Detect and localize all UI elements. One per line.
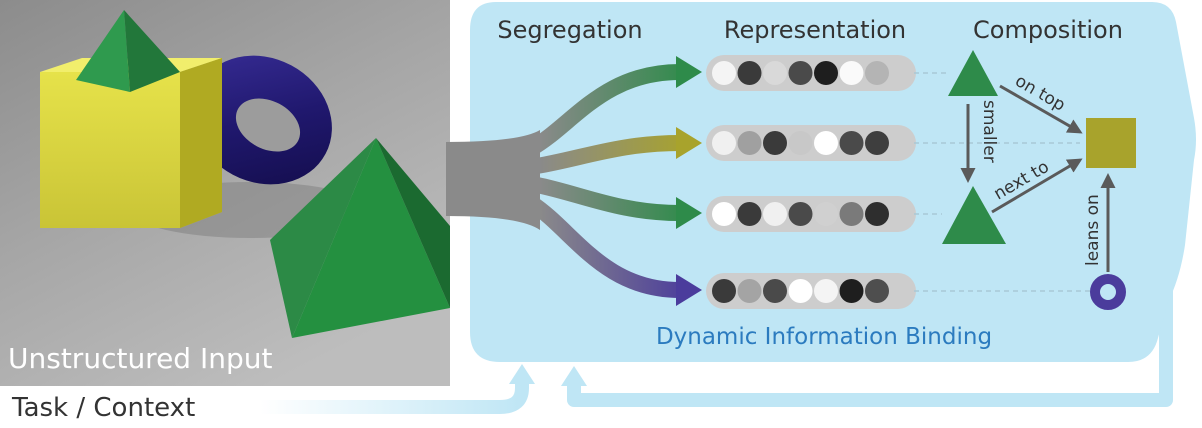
feedback-loop — [567, 258, 1173, 407]
slot-vector — [706, 125, 916, 161]
green-triangle-top — [948, 50, 998, 96]
slot-feature — [814, 202, 838, 226]
smaller-label: smaller — [979, 100, 999, 163]
slot-feature — [763, 131, 787, 155]
slot-feature — [788, 202, 813, 226]
slot-feature — [737, 131, 762, 155]
slot-feature — [737, 61, 762, 85]
branch-arrowhead-4 — [676, 274, 702, 306]
branch-1 — [489, 64, 681, 168]
slot-feature — [865, 131, 889, 155]
branch-4 — [489, 182, 681, 298]
branch-3 — [489, 172, 681, 221]
task-context-label: Task / Context — [11, 393, 195, 423]
slot-vector — [706, 196, 916, 232]
slot-feature — [763, 279, 787, 303]
small-green-pyramid — [76, 10, 180, 92]
slot-feature — [839, 61, 864, 85]
slot-feature — [865, 61, 889, 85]
slot-feature — [814, 61, 838, 85]
purple-ring — [1090, 274, 1126, 310]
slot-feature — [788, 131, 813, 155]
input-image: Unstructured Input — [0, 0, 450, 386]
slot-feature — [763, 61, 787, 85]
on-top-arrow — [999, 84, 1083, 134]
context-arrow — [260, 382, 529, 414]
slot-feature — [712, 202, 736, 226]
slot-vector — [706, 55, 916, 91]
slot-feature — [737, 202, 762, 226]
binding-panel — [470, 2, 1196, 362]
feedback-arrowhead — [561, 366, 587, 386]
representation-slots — [706, 55, 916, 309]
segregation-header: Segregation — [497, 16, 642, 44]
slot-feature — [814, 279, 838, 303]
slot-feature — [763, 202, 787, 226]
branch-2 — [489, 135, 681, 178]
slot-feature — [712, 131, 736, 155]
blue-torus — [192, 55, 332, 185]
slot-feature — [712, 61, 736, 85]
large-green-pyramid — [270, 138, 450, 338]
slot-feature — [839, 131, 864, 155]
slot-feature — [865, 279, 889, 303]
slot-feature — [839, 279, 864, 303]
slot-feature — [865, 202, 889, 226]
representation-header: Representation — [724, 16, 906, 44]
composition-header: Composition — [973, 16, 1123, 44]
binding-label: Dynamic Information Binding — [656, 324, 992, 350]
slot-feature — [712, 279, 736, 303]
leans-on-label: leans on — [1083, 194, 1103, 266]
branch-arrowhead-1 — [676, 56, 702, 88]
green-triangle-bottom — [942, 186, 1006, 244]
input-caption: Unstructured Input — [8, 342, 273, 375]
slot-feature — [788, 61, 813, 85]
context-arrowhead — [509, 364, 535, 384]
slot-feature — [839, 202, 864, 226]
slot-feature — [737, 279, 762, 303]
next-to-arrow — [991, 158, 1083, 214]
branch-arrowhead-2 — [676, 127, 702, 159]
slot-feature — [788, 279, 813, 303]
olive-square — [1086, 118, 1136, 168]
slot-vector — [706, 273, 916, 309]
segregation-branches — [489, 64, 681, 298]
branch-arrowhead-3 — [676, 197, 702, 229]
slot-feature — [814, 131, 838, 155]
